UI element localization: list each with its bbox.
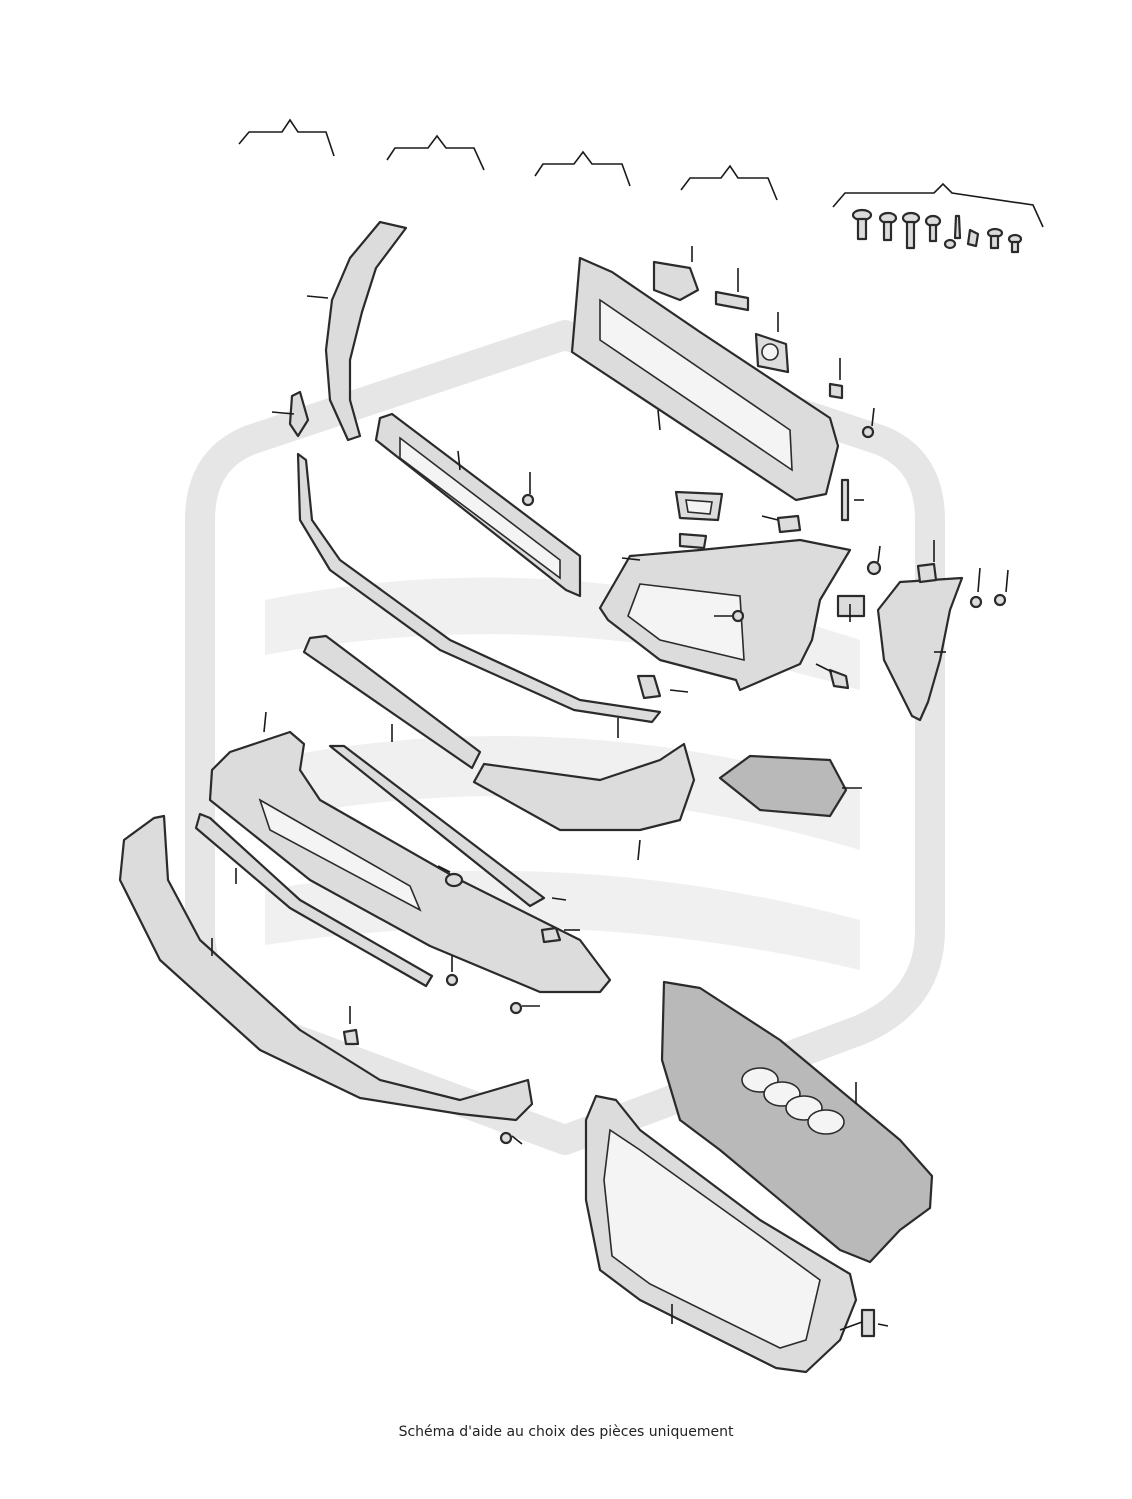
disclaimer-caption: Schéma d'aide au choix des pièces unique…: [398, 1424, 734, 1440]
upper-trim-strip: [302, 634, 689, 770]
side-trim-right: [472, 742, 696, 861]
side-guide-left: [271, 220, 408, 442]
fog-grille-mesh: [718, 754, 862, 818]
fog-light-housing: [598, 538, 882, 692]
mid-brackets: [674, 490, 802, 550]
lower-reinforcement: [208, 711, 612, 1015]
clip-icon: [966, 228, 980, 248]
pin-icon: [943, 214, 962, 250]
side-bracket-right: [836, 540, 1009, 722]
upper-grille-carrier: [374, 412, 582, 598]
grille-frame: [584, 1094, 889, 1374]
front-carrier-frame: [570, 256, 840, 502]
expansion-rivet-icon: [986, 227, 1004, 250]
carrier-small-parts: [521, 246, 875, 522]
spoiler-strip: [194, 812, 434, 988]
pan-screw-icon: [924, 214, 942, 243]
radiator-grille: [660, 980, 934, 1264]
long-screw-icon: [901, 211, 921, 250]
push-rivet-icon: [1007, 233, 1023, 254]
hex-bolt-icon: [851, 208, 873, 241]
fastener-set: [851, 208, 1023, 254]
lower-bumper-cover: [118, 814, 534, 1145]
group-brackets: [238, 118, 1044, 228]
torx-bolt-icon: [878, 211, 898, 242]
lower-trim-strip: [296, 452, 662, 738]
